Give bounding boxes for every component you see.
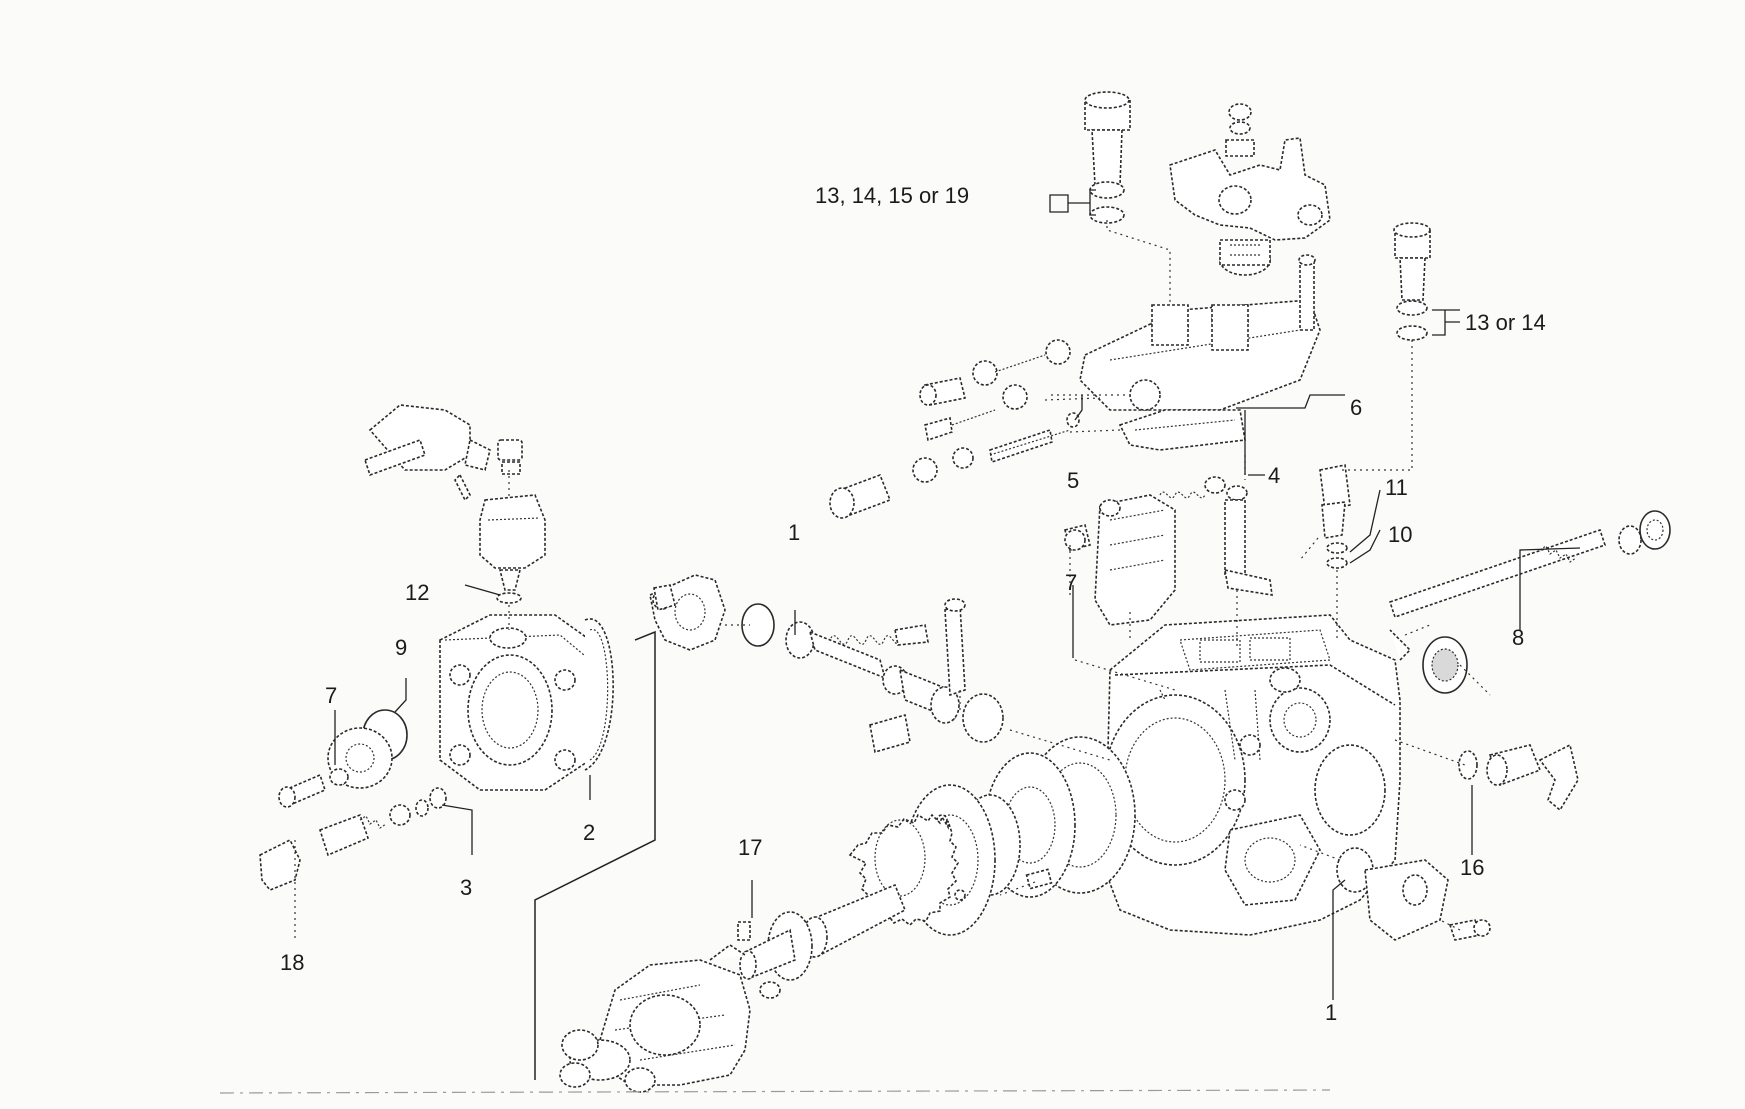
left-fittings <box>829 339 1080 519</box>
callout-1-bottom: 1 <box>1325 1000 1337 1025</box>
cap-18 <box>259 838 301 891</box>
oring-12 <box>496 592 522 604</box>
lever-shaft-8 <box>1388 528 1607 619</box>
gasket-6 <box>1118 409 1246 451</box>
governor-cover <box>1079 299 1321 411</box>
pump-housing <box>1104 614 1412 936</box>
distributor-head <box>259 404 614 891</box>
callout-13-or-14: 13 or 14 <box>1465 310 1546 335</box>
callout-labels: 13, 14, 15 or 19 13 or 14 6 5 4 11 10 1 … <box>280 183 1546 1025</box>
center-block <box>1064 464 1351 626</box>
stud <box>1299 259 1315 331</box>
callout-12: 12 <box>405 580 429 605</box>
delivery-fitting <box>319 813 370 857</box>
callout-7-right: 7 <box>1065 570 1077 595</box>
callout-17: 17 <box>738 835 762 860</box>
callout-8: 8 <box>1512 625 1524 650</box>
right-shaft <box>1388 510 1671 694</box>
washer-7-left <box>329 768 349 786</box>
callout-16: 16 <box>1460 855 1484 880</box>
valve-stem <box>989 428 1053 464</box>
right-lower <box>1336 743 1579 941</box>
center-lines <box>294 220 1491 940</box>
callout-5: 5 <box>1067 468 1079 493</box>
key-17 <box>737 921 751 941</box>
callout-3: 3 <box>460 875 472 900</box>
leader-lines <box>334 189 1581 1000</box>
callout-18: 18 <box>280 950 304 975</box>
scan-edge-line <box>219 1089 1331 1094</box>
top-cover <box>1050 91 1431 451</box>
callout-4: 4 <box>1268 463 1280 488</box>
control-lever <box>1169 137 1331 241</box>
callout-9: 9 <box>395 635 407 660</box>
callout-7-left: 7 <box>325 683 337 708</box>
callout-6: 6 <box>1350 395 1362 420</box>
callout-13-14-15-19: 13, 14, 15 or 19 <box>815 183 969 208</box>
timer-row <box>649 574 1004 754</box>
solenoid-11 <box>1319 464 1351 511</box>
drive-assembly <box>737 736 1136 999</box>
callout-1-top: 1 <box>788 520 800 545</box>
governor-assembly <box>559 944 751 1093</box>
head-oring-2 <box>584 618 614 771</box>
assembly-bracket <box>534 630 656 1080</box>
callout-11: 11 <box>1385 475 1408 500</box>
banjo-bolt-right <box>1394 229 1431 259</box>
solenoid-valve <box>479 494 546 569</box>
washer-3 <box>429 787 447 809</box>
callout-2: 2 <box>583 820 595 845</box>
callout-10: 10 <box>1388 522 1412 547</box>
push-rod <box>1224 499 1246 576</box>
